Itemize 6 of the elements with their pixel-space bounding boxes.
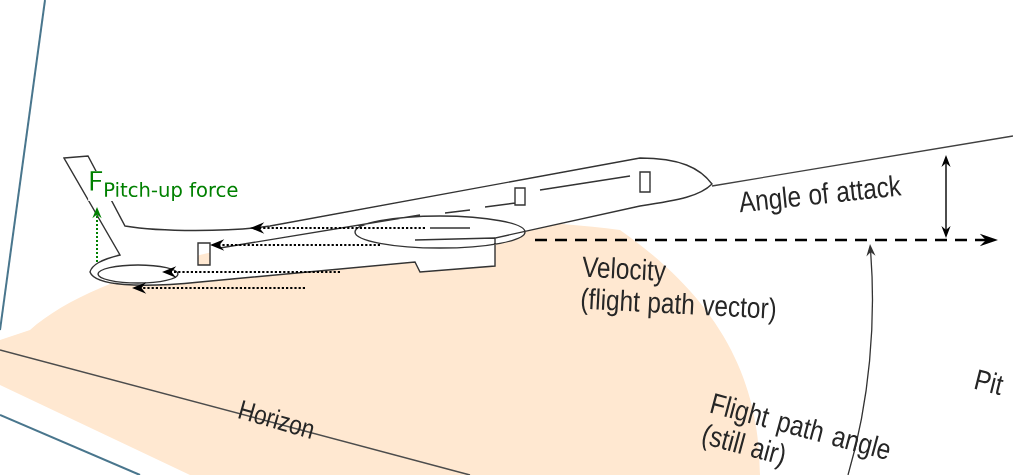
annotation-label: Angle of attack [740, 175, 902, 215]
annotation-label: Flight path angle (still air) [702, 393, 890, 470]
annotation-label: Pit [974, 369, 1004, 396]
force-label: $\mathsf{F}_{\text{Pitch-up force}}$ [88, 171, 239, 201]
annotation-label: Horizon [238, 400, 314, 439]
annotation-label: Velocity (flight path vector) [581, 256, 776, 325]
